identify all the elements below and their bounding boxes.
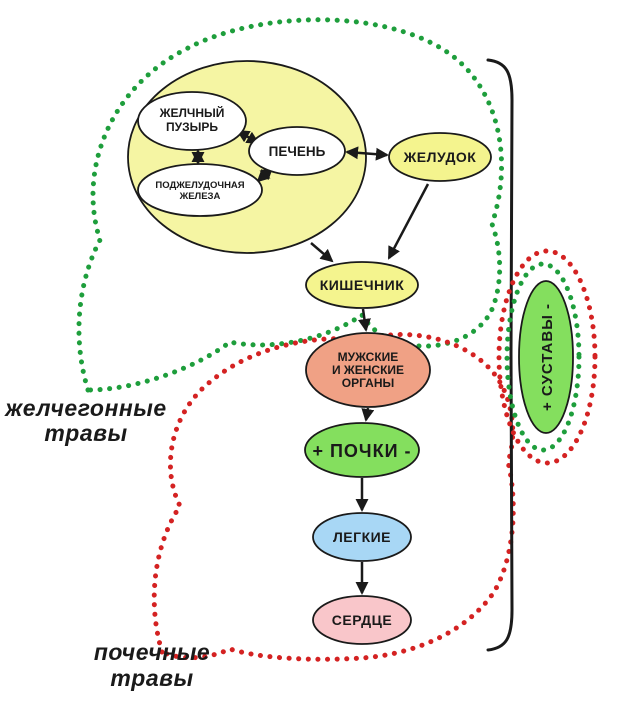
node-stomach bbox=[388, 132, 492, 182]
reproductive-label-line2: И ЖЕНСКИЕ bbox=[332, 363, 404, 377]
joints-red-dotted-ring bbox=[496, 248, 598, 466]
gallbladder-label-line1: ЖЕЛЧНЫЙ bbox=[159, 105, 225, 120]
lungs-label: ЛЕГКИЕ bbox=[333, 529, 391, 545]
node-heart bbox=[312, 595, 412, 645]
node-kidneys bbox=[304, 422, 420, 478]
arrow-cluster-to-intestine bbox=[310, 242, 334, 263]
intestine-label: КИШЕЧНИК bbox=[320, 277, 405, 293]
renal-bubble-outline bbox=[151, 332, 516, 662]
renal-herbs-label-line2: травы bbox=[110, 665, 193, 691]
arrow-liver-stomach bbox=[345, 146, 389, 161]
choleretic-herbs-label-line2: травы bbox=[44, 420, 127, 446]
node-joints bbox=[518, 280, 574, 434]
pancreas-label-line1: ПОДЖЕЛУДОЧНАЯ bbox=[155, 180, 244, 191]
node-lungs bbox=[312, 512, 412, 562]
node-gallbladder bbox=[137, 91, 247, 151]
right-bracket bbox=[486, 58, 514, 652]
node-intestine bbox=[305, 261, 419, 309]
heart-label: СЕРДЦЕ bbox=[332, 612, 392, 628]
arrow-intestine-to-organs bbox=[358, 308, 371, 332]
node-reproductive-organs bbox=[305, 332, 431, 408]
reproductive-label-line1: МУЖСКИЕ bbox=[338, 350, 399, 364]
arrow-stomach-to-intestine bbox=[387, 183, 430, 260]
joints-label: + СУСТАВЫ - bbox=[539, 303, 556, 411]
node-liver bbox=[248, 126, 346, 176]
node-pancreas bbox=[137, 163, 263, 217]
arrow-organs-to-kidneys bbox=[361, 407, 375, 422]
renal-herbs-label-line1: почечные bbox=[94, 639, 210, 665]
reproductive-label-line3: ОРГАНЫ bbox=[342, 376, 394, 390]
choleretic-bubble-outline bbox=[76, 17, 504, 393]
choleretic-herbs-label-line1: желчегонные bbox=[3, 395, 166, 421]
joints-green-dotted-ring bbox=[504, 261, 582, 453]
stomach-label: ЖЕЛУДОК bbox=[403, 149, 477, 165]
kidneys-label: + ПОЧКИ - bbox=[312, 441, 411, 461]
pancreas-label-line2: ЖЕЛЕЗА bbox=[179, 191, 221, 202]
gallbladder-label-line2: ПУЗЫРЬ bbox=[166, 120, 218, 134]
liver-label: ПЕЧЕНЬ bbox=[269, 144, 326, 159]
